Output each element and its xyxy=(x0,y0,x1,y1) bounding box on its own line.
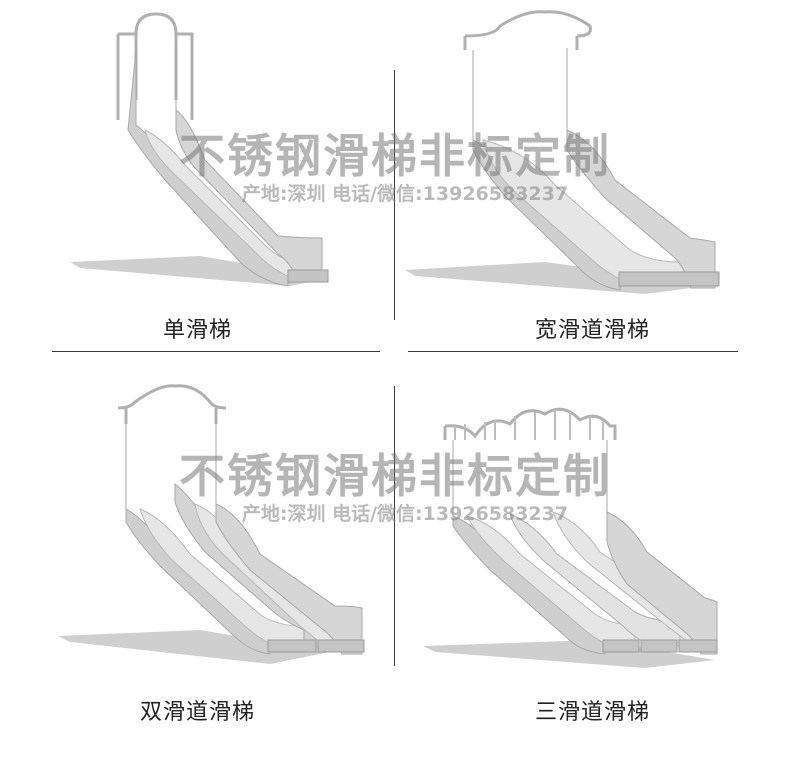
product-label: 三滑道滑梯 xyxy=(534,700,650,725)
double-slide-image xyxy=(58,384,365,664)
divider-vertical-top xyxy=(394,70,395,320)
product-card-single: 单滑梯 xyxy=(0,0,395,384)
wide-slide-image xyxy=(405,10,720,294)
divider-vertical-bottom xyxy=(394,386,395,666)
product-card-triple: 三滑道滑梯 xyxy=(395,384,790,768)
product-card-wide: 宽滑道滑梯 xyxy=(395,0,790,384)
product-label: 双滑道滑梯 xyxy=(139,700,255,725)
triple-slide-image xyxy=(423,407,718,668)
product-label: 宽滑道滑梯 xyxy=(534,318,650,343)
divider-top-left xyxy=(52,351,380,352)
product-card-double: 双滑道滑梯 xyxy=(0,384,395,768)
single-slide-image xyxy=(70,12,330,287)
product-label: 单滑梯 xyxy=(162,318,232,343)
divider-top-right xyxy=(408,351,738,352)
